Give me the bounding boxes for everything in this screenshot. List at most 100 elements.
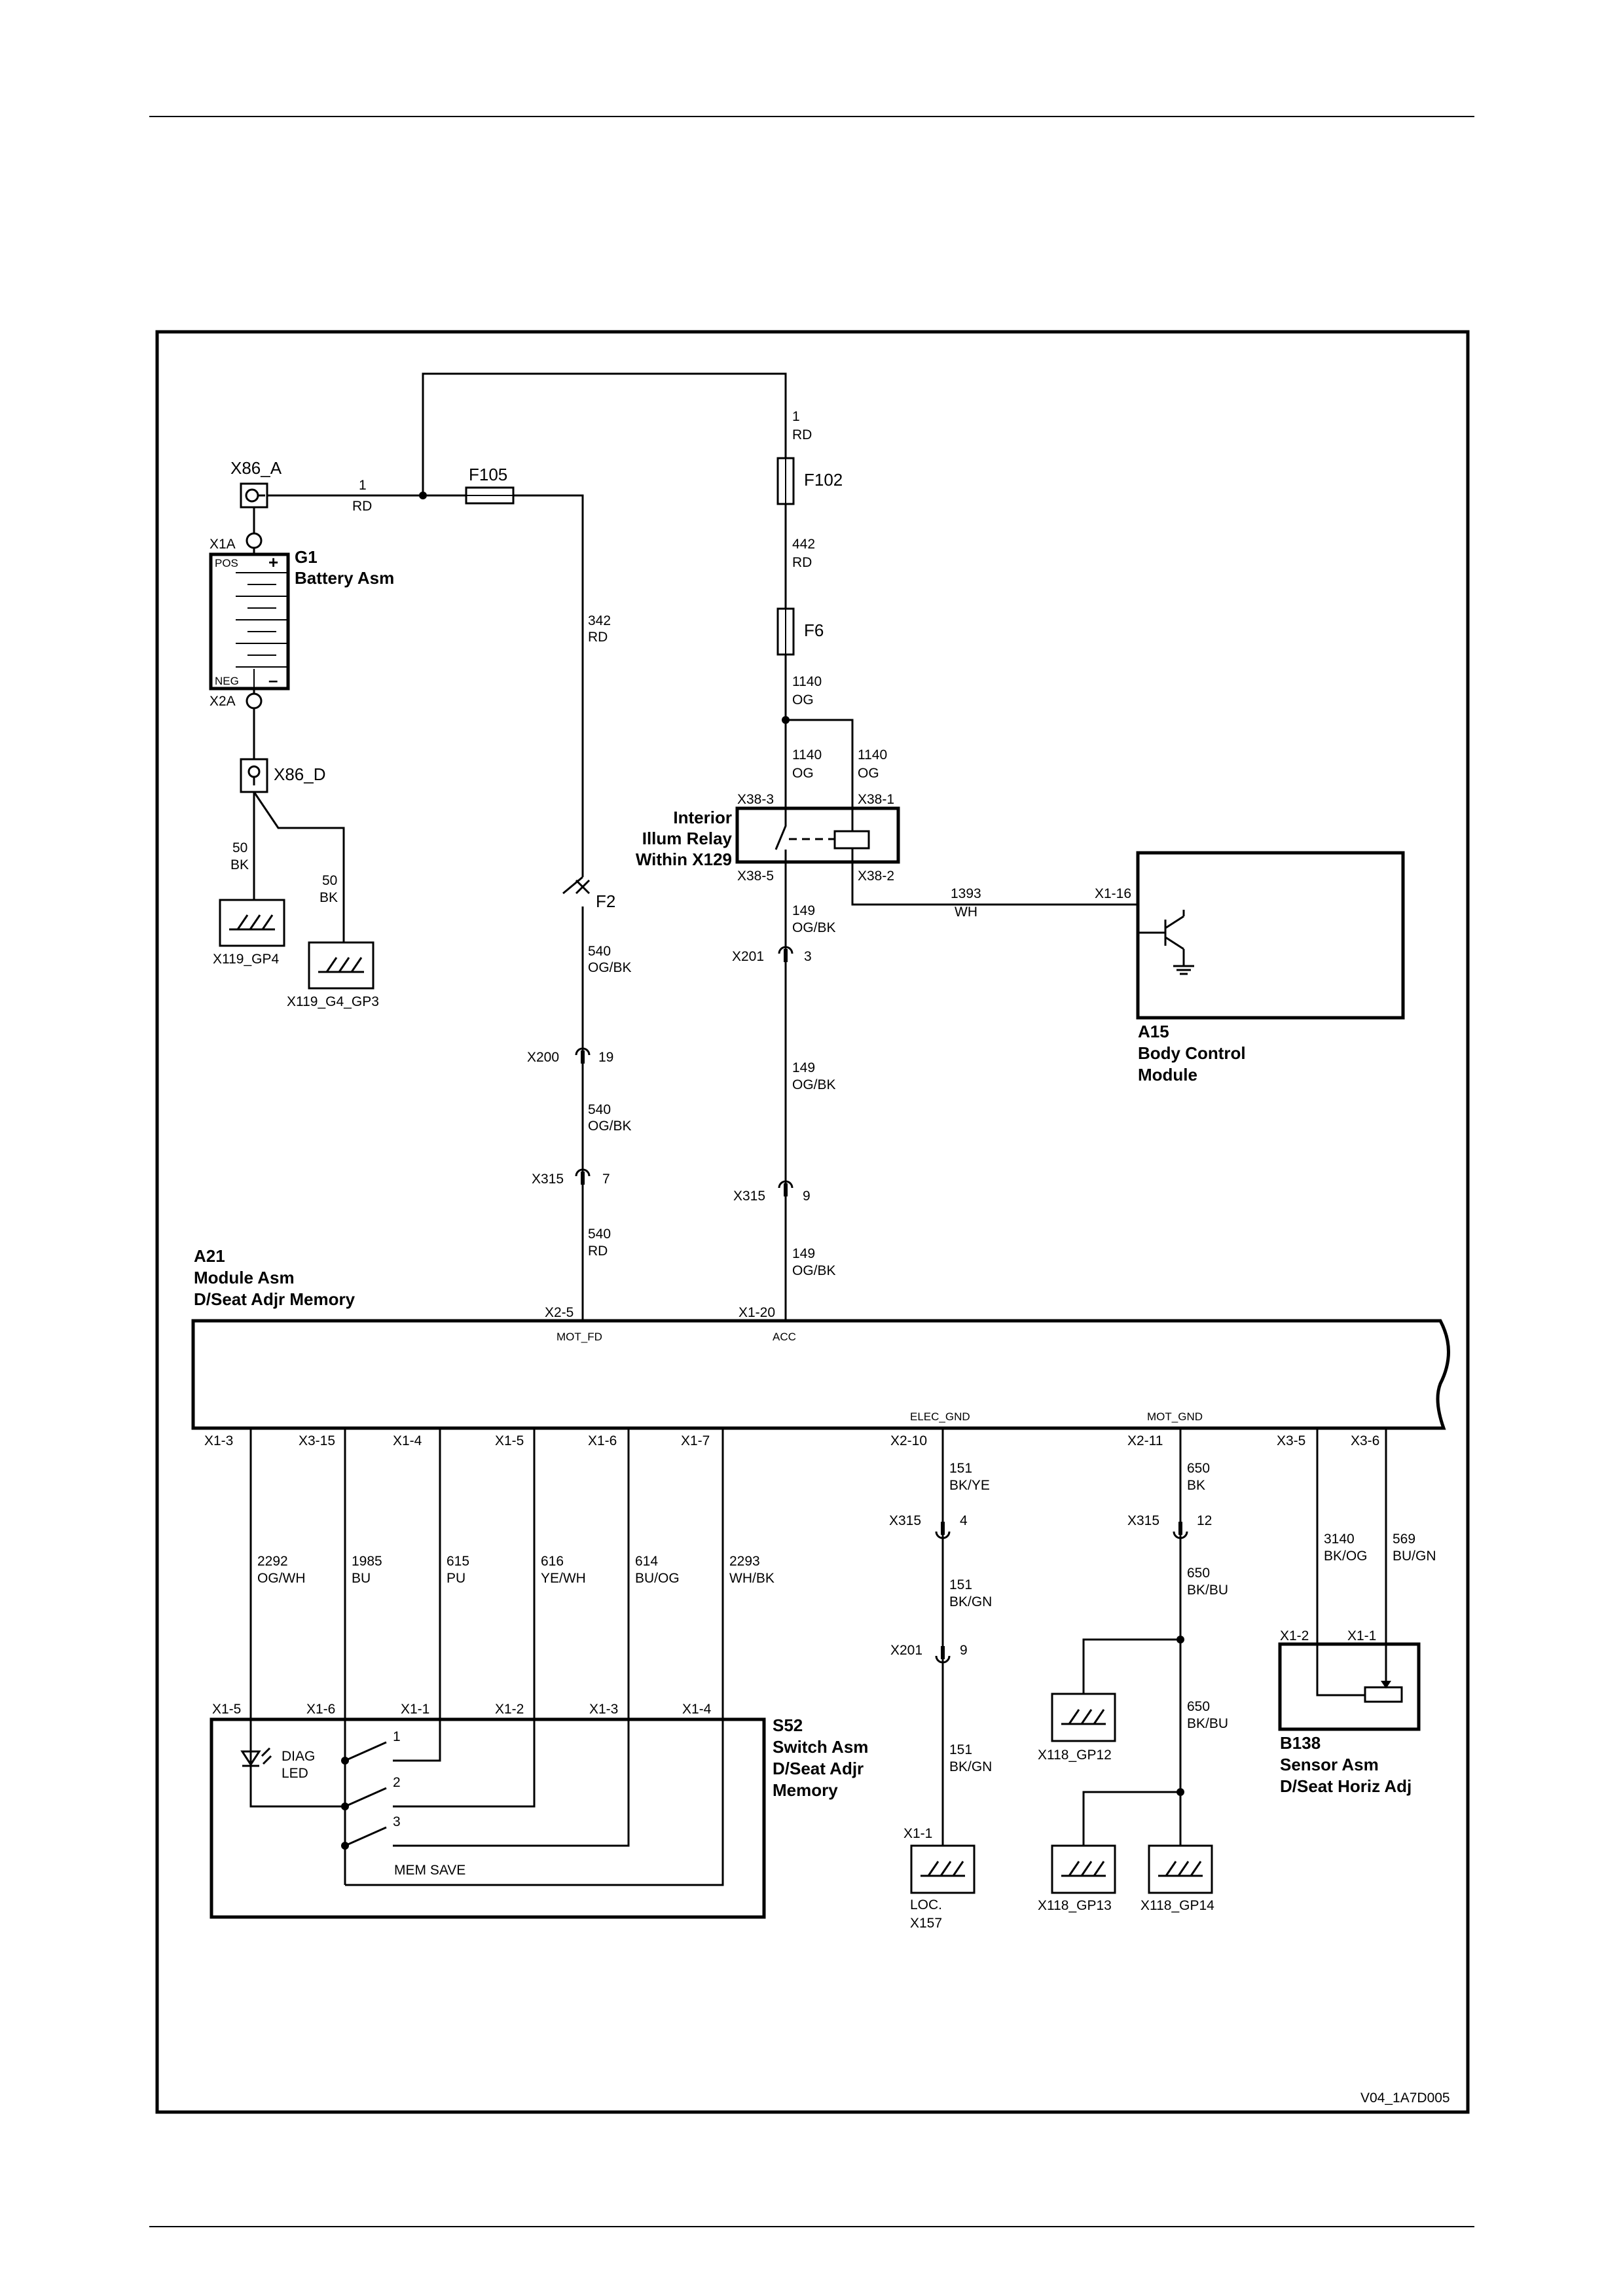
- svg-text:50: 50: [322, 873, 337, 888]
- svg-text:B138: B138: [1280, 1733, 1321, 1753]
- diagram-frame: [155, 330, 1470, 2114]
- svg-text:DIAG: DIAG: [282, 1749, 315, 1764]
- module-pin-label: X2-11: [1127, 1433, 1163, 1448]
- svg-text:X1-2: X1-2: [1280, 1628, 1309, 1643]
- svg-text:151: 151: [949, 1461, 972, 1476]
- sensor-b138: 3140 BK/OG 569 BU/GN X1-2 X1-1 B138 Sens…: [1278, 1428, 1436, 1796]
- f2-feed: F2 540 OG/BK X200 19 540 OG/BK X315 7 54…: [527, 876, 632, 1321]
- svg-text:X315: X315: [889, 1513, 921, 1528]
- module-pin-label: X1-4: [393, 1433, 422, 1448]
- svg-text:151: 151: [949, 1742, 972, 1757]
- svg-text:OG/BK: OG/BK: [588, 960, 632, 975]
- module-pin-label: X1-5: [495, 1433, 524, 1448]
- switch-pin-label: X1-1: [401, 1702, 429, 1717]
- svg-text:7: 7: [602, 1172, 610, 1187]
- svg-text:3140: 3140: [1324, 1532, 1355, 1547]
- svg-text:650: 650: [1187, 1461, 1210, 1476]
- switch-pin-label: X1-3: [589, 1702, 618, 1717]
- svg-text:YE/WH: YE/WH: [541, 1571, 586, 1586]
- power-feed: 1 RD F105 1 RD F102 442 RD F6 1140 OG 11…: [267, 372, 887, 877]
- svg-text:616: 616: [541, 1554, 564, 1569]
- svg-text:149: 149: [792, 1060, 815, 1075]
- svg-text:151: 151: [949, 1577, 972, 1592]
- svg-text:BK/BU: BK/BU: [1187, 1716, 1228, 1731]
- svg-text:4: 4: [960, 1513, 968, 1528]
- module-pin-label: X1-7: [681, 1433, 710, 1448]
- svg-text:X38-1: X38-1: [858, 792, 894, 807]
- ground-loc-x157: [910, 1844, 976, 1894]
- svg-text:Interior: Interior: [673, 808, 732, 827]
- elec-gnd-path: 151 BK/YE X315 4 151 BK/GN X201 9 151 BK…: [889, 1428, 992, 1931]
- ground-x118-gp12: [1051, 1693, 1116, 1742]
- svg-text:MOT_GND: MOT_GND: [1147, 1410, 1203, 1423]
- svg-text:X201: X201: [732, 949, 764, 964]
- svg-text:149: 149: [792, 903, 815, 918]
- ground-x118-gp13: [1051, 1844, 1116, 1894]
- svg-text:X1-1: X1-1: [1347, 1628, 1376, 1643]
- svg-text:BK/GN: BK/GN: [949, 1759, 992, 1774]
- svg-text:X201: X201: [890, 1643, 922, 1658]
- module-pin-label: X1-6: [588, 1433, 617, 1448]
- x1a-label: X1A: [210, 537, 236, 552]
- svg-text:540: 540: [588, 1102, 611, 1117]
- svg-text:3: 3: [804, 949, 812, 964]
- svg-text:442: 442: [792, 537, 815, 552]
- svg-text:D/Seat Adjr Memory: D/Seat Adjr Memory: [194, 1289, 356, 1309]
- svg-text:D/Seat Adjr: D/Seat Adjr: [773, 1759, 864, 1778]
- svg-text:BK/BU: BK/BU: [1187, 1583, 1228, 1598]
- diag-led-icon: [240, 1747, 272, 1767]
- svg-text:OG/BK: OG/BK: [792, 920, 836, 935]
- svg-text:1985: 1985: [352, 1554, 382, 1569]
- svg-text:ELEC_GND: ELEC_GND: [910, 1410, 970, 1423]
- svg-text:1: 1: [393, 1729, 401, 1744]
- fuse-f2: F2: [596, 891, 615, 911]
- svg-text:614: 614: [635, 1554, 658, 1569]
- svg-text:540: 540: [588, 944, 611, 959]
- svg-text:2293: 2293: [729, 1554, 760, 1569]
- svg-text:OG: OG: [792, 766, 814, 781]
- svg-text:Module Asm: Module Asm: [194, 1268, 295, 1287]
- svg-text:X119_GP4: X119_GP4: [213, 952, 280, 967]
- svg-text:X38-3: X38-3: [737, 792, 774, 807]
- acc-feed: 149 OG/BK X201 3 149 OG/BK X315 9 149 OG…: [732, 862, 836, 1321]
- switch-pin-label: X1-5: [212, 1702, 241, 1717]
- svg-text:+: +: [268, 552, 278, 572]
- svg-text:LED: LED: [282, 1766, 308, 1781]
- svg-text:540: 540: [588, 1227, 611, 1242]
- svg-text:X2-5: X2-5: [545, 1305, 574, 1320]
- ground-x119-g4-gp3: [308, 941, 374, 990]
- svg-text:OG: OG: [792, 692, 814, 708]
- svg-text:2292: 2292: [257, 1554, 288, 1569]
- svg-text:BU: BU: [352, 1571, 371, 1586]
- switch-wiring: 2292 OG/WH 1985 BU 615 PU 616 YE/WH 614 …: [249, 1428, 775, 1886]
- svg-text:WH: WH: [955, 905, 977, 920]
- svg-text:Within X129: Within X129: [636, 850, 732, 869]
- svg-text:X119_G4_GP3: X119_G4_GP3: [287, 994, 379, 1009]
- svg-text:342: 342: [588, 613, 611, 628]
- ground-x119-gp4: [219, 899, 285, 947]
- svg-text:RD: RD: [792, 427, 812, 442]
- svg-text:X200: X200: [527, 1050, 559, 1065]
- svg-text:BK: BK: [230, 857, 249, 872]
- svg-text:1140: 1140: [858, 747, 887, 762]
- svg-text:X315: X315: [1127, 1513, 1159, 1528]
- svg-text:BK/OG: BK/OG: [1324, 1549, 1368, 1564]
- battery-symbol: [209, 552, 290, 691]
- svg-text:Sensor Asm: Sensor Asm: [1280, 1755, 1379, 1774]
- svg-text:BK: BK: [1187, 1478, 1205, 1493]
- svg-text:149: 149: [792, 1246, 815, 1261]
- svg-text:BK/GN: BK/GN: [949, 1594, 992, 1609]
- x86a-label: X86_A: [230, 458, 282, 478]
- module-pin-label: X3-5: [1277, 1433, 1305, 1448]
- svg-text:50: 50: [232, 840, 247, 855]
- svg-text:–: –: [268, 670, 278, 690]
- svg-text:A21: A21: [194, 1246, 225, 1266]
- switch-pin-label: X1-6: [306, 1702, 335, 1717]
- svg-text:Switch Asm: Switch Asm: [773, 1737, 868, 1757]
- svg-text:MEM SAVE: MEM SAVE: [394, 1863, 465, 1878]
- svg-text:X38-2: X38-2: [858, 869, 894, 884]
- svg-text:X1-16: X1-16: [1095, 886, 1131, 901]
- svg-text:RD: RD: [588, 1244, 608, 1259]
- svg-text:X315: X315: [733, 1189, 765, 1204]
